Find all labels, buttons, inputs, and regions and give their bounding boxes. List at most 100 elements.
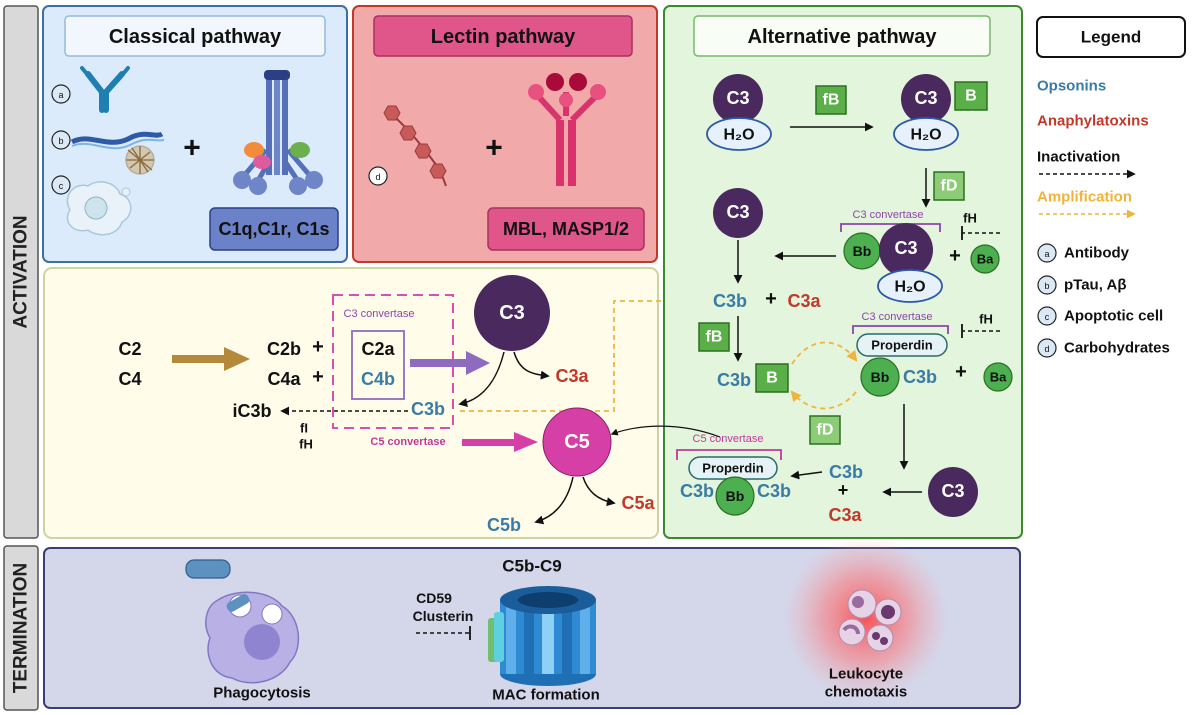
alternative-pathway-panel: Alternative pathway C3 H₂O fB C3 B H₂O f…	[610, 5, 1023, 539]
c3-convertase-label: C3 convertase	[344, 308, 415, 320]
svg-text:c: c	[59, 181, 64, 191]
lectin-pathway-panel: Lectin pathway d + MBL, MASP1/2	[352, 5, 658, 263]
mac-pore-icon	[488, 586, 596, 686]
classical-c3-convertase-box	[332, 294, 454, 429]
legend: Legend Opsonins Anaphylatoxins Inactivat…	[1036, 16, 1186, 358]
fd-factor-1: fD	[941, 178, 958, 195]
svg-text:pTau, Aβ: pTau, Aβ	[1064, 277, 1126, 294]
common-pathway-panel: C2 C4 C2b + C4a + C3 convertase C2a C4b …	[43, 267, 709, 539]
properdin-label-2: Properdin	[702, 461, 763, 476]
svg-text:a: a	[58, 90, 63, 100]
c2-label: C2	[118, 339, 141, 359]
c3b-label-alt-2: C3b	[717, 370, 751, 390]
badge-a: a	[51, 84, 71, 104]
svg-text:Apoptotic cell: Apoptotic cell	[1064, 308, 1163, 325]
leukocyte-label: Leukocyte	[829, 666, 903, 683]
lectin-pathway-title: Lectin pathway	[431, 26, 576, 48]
svg-text:C3b: C3b	[903, 367, 937, 387]
svg-text:d: d	[375, 172, 380, 182]
classical-pathway-panel: Classical pathway a b c	[42, 5, 348, 263]
svg-text:Ba: Ba	[977, 252, 994, 267]
svg-text:+: +	[765, 288, 777, 310]
amyloid-plaque-icon	[125, 145, 155, 175]
termination-panel: Phagocytosis C5b-C9 CD59 Clusterin MAC f…	[43, 536, 1021, 709]
svg-text:+: +	[955, 361, 967, 383]
properdin-label-1: Properdin	[871, 338, 932, 353]
svg-text:a: a	[1044, 249, 1049, 259]
svg-text:C3: C3	[894, 238, 917, 258]
legend-anaphylatoxins: Anaphylatoxins	[1037, 113, 1149, 130]
ic3b-label: iC3b	[232, 401, 271, 421]
svg-text:+: +	[312, 366, 324, 388]
c4b-label: C4b	[361, 369, 395, 389]
fb-factor-1: fB	[823, 92, 840, 109]
svg-text:d: d	[1044, 344, 1049, 354]
svg-text:C3: C3	[914, 88, 937, 108]
classical-pathway-title: Classical pathway	[109, 26, 282, 48]
legend-item-antibody: a Antibody	[1037, 243, 1130, 263]
c3a-label-alt-1: C3a	[787, 291, 821, 311]
c3a-label-central: C3a	[555, 366, 589, 386]
leukocytes-icon	[838, 589, 902, 652]
c5-node	[542, 407, 612, 477]
mac-formation-label: MAC formation	[492, 687, 600, 704]
svg-text:+: +	[312, 336, 324, 358]
clusterin-label: Clusterin	[413, 608, 474, 624]
c1-complex-icon	[233, 70, 323, 195]
badge-c: c	[51, 175, 71, 195]
cleavage-arrow	[172, 347, 250, 371]
antibody-icon	[80, 66, 130, 113]
fh-label-alt-2: fH	[979, 312, 993, 327]
legend-item-ptau: b pTau, Aβ	[1037, 275, 1126, 295]
svg-text:C3 convertase: C3 convertase	[862, 311, 933, 323]
c3-node-central	[474, 275, 550, 351]
phagocyte-icon	[185, 559, 300, 684]
c4a-label: C4a	[267, 369, 301, 389]
mbl-masp-label: MBL, MASP1/2	[503, 219, 629, 239]
svg-text:C3b: C3b	[680, 481, 714, 501]
c5-convertase-arrow	[462, 432, 538, 452]
activation-side-label: ACTIVATION	[3, 5, 39, 539]
amplification-link	[460, 295, 709, 412]
legend-item-apoptotic-cell: c Apoptotic cell	[1037, 306, 1163, 326]
legend-item-carbohydrates: d Carbohydrates	[1037, 338, 1170, 358]
svg-text:+: +	[949, 245, 961, 267]
c2b-label: C2b	[267, 339, 301, 359]
legend-amplification: Amplification	[1037, 189, 1132, 206]
svg-text:C5: C5	[564, 431, 590, 453]
svg-text:Ba: Ba	[990, 370, 1007, 385]
fb-factor-2: fB	[706, 329, 723, 346]
svg-text:C5 convertase: C5 convertase	[693, 433, 764, 445]
c3b-label-alt-1: C3b	[713, 291, 747, 311]
svg-text:TERMINATION: TERMINATION	[11, 563, 32, 694]
c2a-label: C2a	[361, 339, 395, 359]
cd59-label: CD59	[416, 590, 452, 606]
fh-label-central: fH	[299, 437, 313, 452]
c5b-c9-label: C5b-C9	[502, 557, 562, 576]
svg-text:H₂O: H₂O	[910, 127, 941, 144]
svg-text:+: +	[485, 132, 503, 165]
svg-text:Bb: Bb	[726, 488, 745, 504]
svg-text:ACTIVATION: ACTIVATION	[11, 215, 32, 328]
svg-text:C3: C3	[941, 481, 964, 501]
c4-label: C4	[118, 369, 141, 389]
fh-label-alt-1: fH	[963, 211, 977, 226]
c5-convertase-label: C5 convertase	[370, 436, 445, 448]
factor-b-top: B	[965, 88, 977, 105]
legend-inactivation: Inactivation	[1037, 149, 1120, 166]
svg-text:b: b	[58, 136, 63, 146]
badge-b: b	[51, 130, 71, 150]
c5a-label: C5a	[621, 493, 655, 513]
svg-text:C3: C3	[499, 302, 525, 324]
svg-text:b: b	[1044, 281, 1049, 291]
svg-text:H₂O: H₂O	[894, 279, 925, 296]
alternative-pathway-title: Alternative pathway	[748, 26, 938, 48]
c3a-label-alt-2: C3a	[828, 505, 862, 525]
svg-text:H₂O: H₂O	[723, 127, 754, 144]
carbohydrate-chain-icon	[383, 105, 447, 187]
svg-text:C3b: C3b	[757, 481, 791, 501]
legend-title: Legend	[1081, 28, 1141, 47]
fi-label: fI	[300, 421, 308, 436]
svg-text:Carbohydrates: Carbohydrates	[1064, 340, 1170, 357]
apoptotic-cell-icon	[66, 181, 132, 236]
